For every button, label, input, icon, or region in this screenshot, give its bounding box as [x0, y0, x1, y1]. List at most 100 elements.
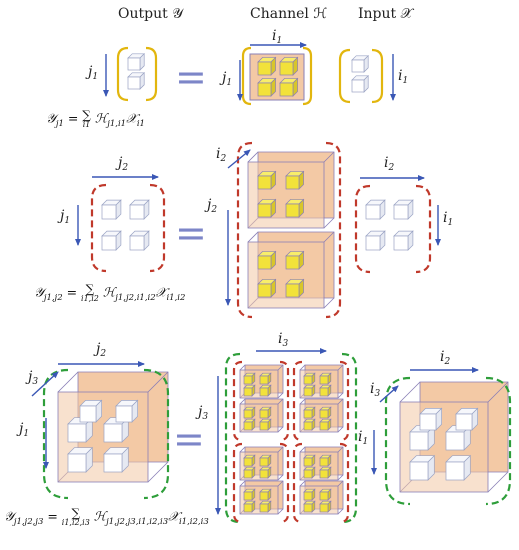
cube-ch3-1-b0	[303, 406, 316, 419]
cube-ch3-3-t1	[319, 454, 332, 467]
cube-output-row1-b	[127, 71, 146, 90]
label-j1-row1-channel: j1	[219, 70, 232, 88]
cube-input-row3-front-0	[409, 424, 436, 451]
bracket-input-row1	[338, 48, 384, 104]
cube-ch3-2-b3	[259, 500, 272, 513]
cube-ch3-2-b0	[243, 488, 256, 501]
equals-sign-row3: =	[173, 417, 205, 461]
cube-ch3-3-b1	[319, 488, 332, 501]
cube-ch3-3-t3	[319, 466, 332, 479]
bracket-output-row1	[116, 46, 158, 102]
label-i1-row1-input: i1	[398, 68, 408, 86]
cube-ch3-0-b2	[243, 418, 256, 431]
cube-input-row2-d	[393, 230, 414, 251]
cube-channel-row2-bottom-0	[257, 250, 277, 270]
cube-ch3-1-t0	[303, 372, 316, 385]
index-labels: i1 j1 j1 i1 j2 i2 i2 j2 j1 i1 j2 i3 i2 j…	[16, 28, 453, 447]
cube-output-row2-a	[101, 199, 122, 220]
bracket-channel-row3-group-2	[232, 442, 290, 524]
cube-output-row3-front-2	[67, 446, 94, 473]
cube-channel-row2-bottom-1	[285, 250, 305, 270]
cube-ch3-1-b3	[319, 418, 332, 431]
bracket-channel-row3-group-0	[232, 360, 290, 442]
cube-output-row2-d	[129, 230, 150, 251]
cube-ch3-0-b3	[259, 418, 272, 431]
equals-sign-row1: =	[175, 55, 207, 99]
cube-ch3-3-b0	[303, 488, 316, 501]
bracket-channel-row1	[241, 46, 313, 106]
cube-channel-row2-bottom-3	[285, 278, 305, 298]
bracket-input-row3	[384, 376, 512, 506]
cube-input-row1-b	[351, 74, 370, 93]
label-j2-row2-channel: j2	[204, 197, 217, 215]
equals-signs: = = =	[173, 55, 207, 461]
cube-output-row3-back-1	[115, 399, 139, 423]
cube-ch3-3-b3	[319, 500, 332, 513]
cube-input-row2-c	[365, 230, 386, 251]
cube-input-row3-front-3	[445, 454, 472, 481]
label-i1-row1-channel: i1	[272, 28, 282, 46]
cube-channel-row1-c	[257, 77, 277, 97]
cube-channel-row1-b	[279, 56, 299, 76]
cube-ch3-2-b2	[243, 500, 256, 513]
cube-output-row3-back-0	[79, 399, 103, 423]
label-i2-row2-channel: i2	[216, 146, 226, 164]
label-j1-row3-output: j1	[16, 421, 29, 439]
equals-sign-row2: =	[175, 211, 207, 255]
cube-ch3-3-t0	[303, 454, 316, 467]
cube-input-row1-a	[351, 54, 370, 73]
bracket-channel-row3-group-1	[292, 360, 350, 442]
bracket-input-row2	[354, 184, 432, 274]
cube-ch3-1-t2	[303, 384, 316, 397]
cube-ch3-2-t2	[243, 466, 256, 479]
cube-ch3-1-t3	[319, 384, 332, 397]
cube-ch3-0-t2	[243, 384, 256, 397]
label-i3-row3-input: i3	[370, 381, 380, 399]
label-j1-row1-output: j1	[85, 64, 98, 82]
label-i3-row3-channel: i3	[278, 331, 288, 349]
cube-input-row3-back-1	[455, 407, 479, 431]
cube-ch3-0-t3	[259, 384, 272, 397]
cube-input-row2-b	[393, 199, 414, 220]
label-j2-row2-output: j2	[115, 155, 128, 173]
arrow-i2-row2-channel	[227, 149, 251, 169]
arrow-i3-row3-input	[379, 385, 399, 403]
cube-ch3-0-b0	[243, 406, 256, 419]
cube-channel-row1-a	[257, 56, 277, 76]
header-input: Input 𝒳	[358, 6, 413, 22]
cube-channel-row1-d	[279, 77, 299, 97]
header-output: Output 𝒴	[118, 6, 184, 22]
cube-ch3-0-b1	[259, 406, 272, 419]
cube-output-row1-a	[127, 52, 146, 71]
label-i1-row3-input: i1	[358, 429, 368, 447]
cube-output-row3-front-0	[67, 416, 94, 443]
header-channel: Channel ℋ	[250, 6, 328, 22]
cube-ch3-3-t2	[303, 466, 316, 479]
cube-ch3-0-t1	[259, 372, 272, 385]
cube-ch3-3-b2	[303, 500, 316, 513]
bracket-channel-row3-group-3	[292, 442, 350, 524]
label-j2-row3-output: j2	[93, 341, 106, 359]
cube-input-row3-front-2	[409, 454, 436, 481]
cube-ch3-1-b2	[303, 418, 316, 431]
label-i2-row3-input: i2	[440, 349, 450, 367]
cube-ch3-2-t3	[259, 466, 272, 479]
cube-channel-row2-bottom-2	[257, 278, 277, 298]
equation-row1: 𝒴j1 = ∑i1 ℋj1,i1𝒳i1	[46, 108, 145, 129]
cube-input-row2-a	[365, 199, 386, 220]
label-j3-row3-output: j3	[25, 369, 38, 387]
cube-channel-row2-top-3	[285, 198, 305, 218]
equation-row2: 𝒴j1,j2 = ∑i1,i2 ℋj1,j2,i1,i2𝒳i1,i2	[34, 282, 186, 303]
cube-ch3-1-t1	[319, 372, 332, 385]
cube-ch3-1-b1	[319, 406, 332, 419]
cube-channel-row2-top-0	[257, 170, 277, 190]
label-j3-row3-channel: j3	[195, 404, 208, 422]
bracket-output-row2	[90, 183, 166, 273]
cube-output-row2-b	[129, 199, 150, 220]
cube-input-row3-back-0	[419, 407, 443, 431]
equation-row3: 𝒴j1,j2,j3 = ∑i1,i2,i3 ℋj1,j2,j3,i1,i2,i3…	[4, 506, 209, 527]
cube-ch3-2-t1	[259, 454, 272, 467]
label-i1-row2-input: i1	[443, 210, 453, 228]
